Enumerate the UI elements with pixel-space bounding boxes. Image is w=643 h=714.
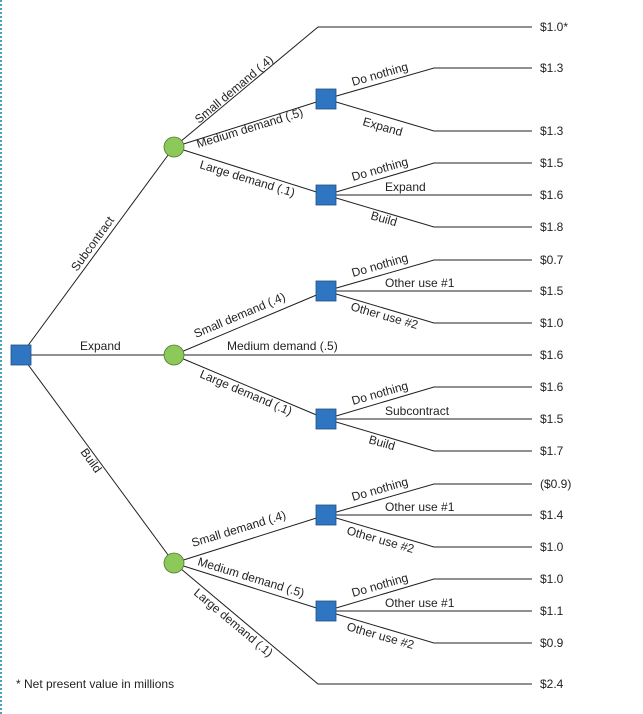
branch-sub-large <box>173 146 327 196</box>
label-build-small: Small demand (.4) <box>190 508 288 550</box>
label-subcontract: Subcontract <box>68 213 117 274</box>
payoff-value: $1.5 <box>540 412 564 426</box>
label-build: Build <box>78 446 105 476</box>
branch-build-med-other2 <box>325 610 532 644</box>
label-sub-large-build: Build <box>369 208 399 229</box>
payoff-value: $1.3 <box>540 61 564 75</box>
payoff-value: $1.6 <box>540 348 564 362</box>
payoff-value: $1.0 <box>540 572 564 586</box>
payoff-value: $2.4 <box>540 677 564 691</box>
label-build-large: Large demand (.1) <box>191 586 276 660</box>
decision-node-build-small <box>315 504 337 526</box>
chance-node-expand <box>163 344 185 366</box>
label-expand: Expand <box>80 339 121 353</box>
payoff-value: $1.3 <box>540 124 564 138</box>
label-build-med-other1: Other use #1 <box>385 596 455 610</box>
label-sub-small: Small demand (.4) <box>192 53 276 127</box>
chance-node-build <box>163 552 185 574</box>
payoff-value: $1.5 <box>540 156 564 170</box>
decision-node-exp-small <box>315 280 337 302</box>
branch-exp-large-nothing <box>325 386 532 420</box>
label-exp-large: Large demand (.1) <box>198 367 294 418</box>
label-exp-medium: Medium demand (.5) <box>227 339 338 353</box>
label-exp-small-other2: Other use #2 <box>349 299 420 332</box>
label-build-small-other1: Other use #1 <box>385 500 455 514</box>
label-exp-small: Small demand (.4) <box>192 290 288 341</box>
branch-build-small <box>173 514 327 564</box>
branch-exp-large <box>173 354 327 420</box>
label-exp-large-subcontract: Subcontract <box>385 404 450 418</box>
branch-sub-large-build <box>325 194 532 228</box>
branch-build <box>20 354 175 564</box>
decision-node-exp-large <box>315 408 337 430</box>
decision-node-build-medium <box>315 600 337 622</box>
label-sub-large: Large demand (.1) <box>198 157 297 199</box>
label-sub-med-expand: Expand <box>361 114 404 139</box>
branch-sub-small <box>173 26 532 148</box>
decision-node-sub-large <box>315 184 337 206</box>
decision-node-sub-medium <box>315 88 337 110</box>
branch-build-small-nothing <box>325 483 532 516</box>
label-build-small-other2: Other use #2 <box>345 523 416 556</box>
branch-subcontract <box>20 146 175 356</box>
branch-exp-large-build <box>325 418 532 452</box>
payoff-value: $0.9 <box>540 636 564 650</box>
branch-sub-large-nothing <box>325 162 532 196</box>
label-build-med-other2: Other use #2 <box>345 619 416 652</box>
branch-sub-med-nothing <box>325 67 532 100</box>
branch-exp-small <box>173 290 327 356</box>
payoff-value: $1.8 <box>540 220 564 234</box>
payoff-value: $1.7 <box>540 444 564 458</box>
payoff-value: $1.0* <box>540 20 568 34</box>
payoff-value: ($0.9) <box>540 477 571 491</box>
label-exp-large-build: Build <box>367 432 397 453</box>
left-dotted-rule <box>0 0 2 714</box>
payoff-value: $0.7 <box>540 253 564 267</box>
payoff-value: $1.4 <box>540 508 564 522</box>
payoff-value: $1.6 <box>540 188 564 202</box>
branch-build-medium <box>173 562 327 612</box>
payoff-value: $1.5 <box>540 284 564 298</box>
payoff-value: $1.1 <box>540 604 564 618</box>
branch-exp-small-nothing <box>325 259 532 292</box>
payoff-value: $1.0 <box>540 316 564 330</box>
decision-node-root <box>10 344 32 366</box>
payoff-value: $1.0 <box>540 540 564 554</box>
label-sub-med-nothing: Do nothing <box>350 59 410 88</box>
payoff-value: $1.6 <box>540 380 564 394</box>
branch-sub-med-expand <box>325 98 532 132</box>
label-exp-small-other1: Other use #1 <box>385 276 455 290</box>
label-build-medium: Medium demand (.5) <box>196 554 306 600</box>
label-sub-large-expand: Expand <box>385 180 426 194</box>
branch-sub-medium <box>173 98 327 148</box>
branch-build-med-nothing <box>325 578 532 612</box>
footnote: * Net present value in millions <box>16 677 175 691</box>
branch-exp-small-other2 <box>325 290 532 324</box>
branch-build-large <box>173 562 532 685</box>
branch-build-small-other2 <box>325 514 532 548</box>
chance-node-subcontract <box>163 136 185 158</box>
